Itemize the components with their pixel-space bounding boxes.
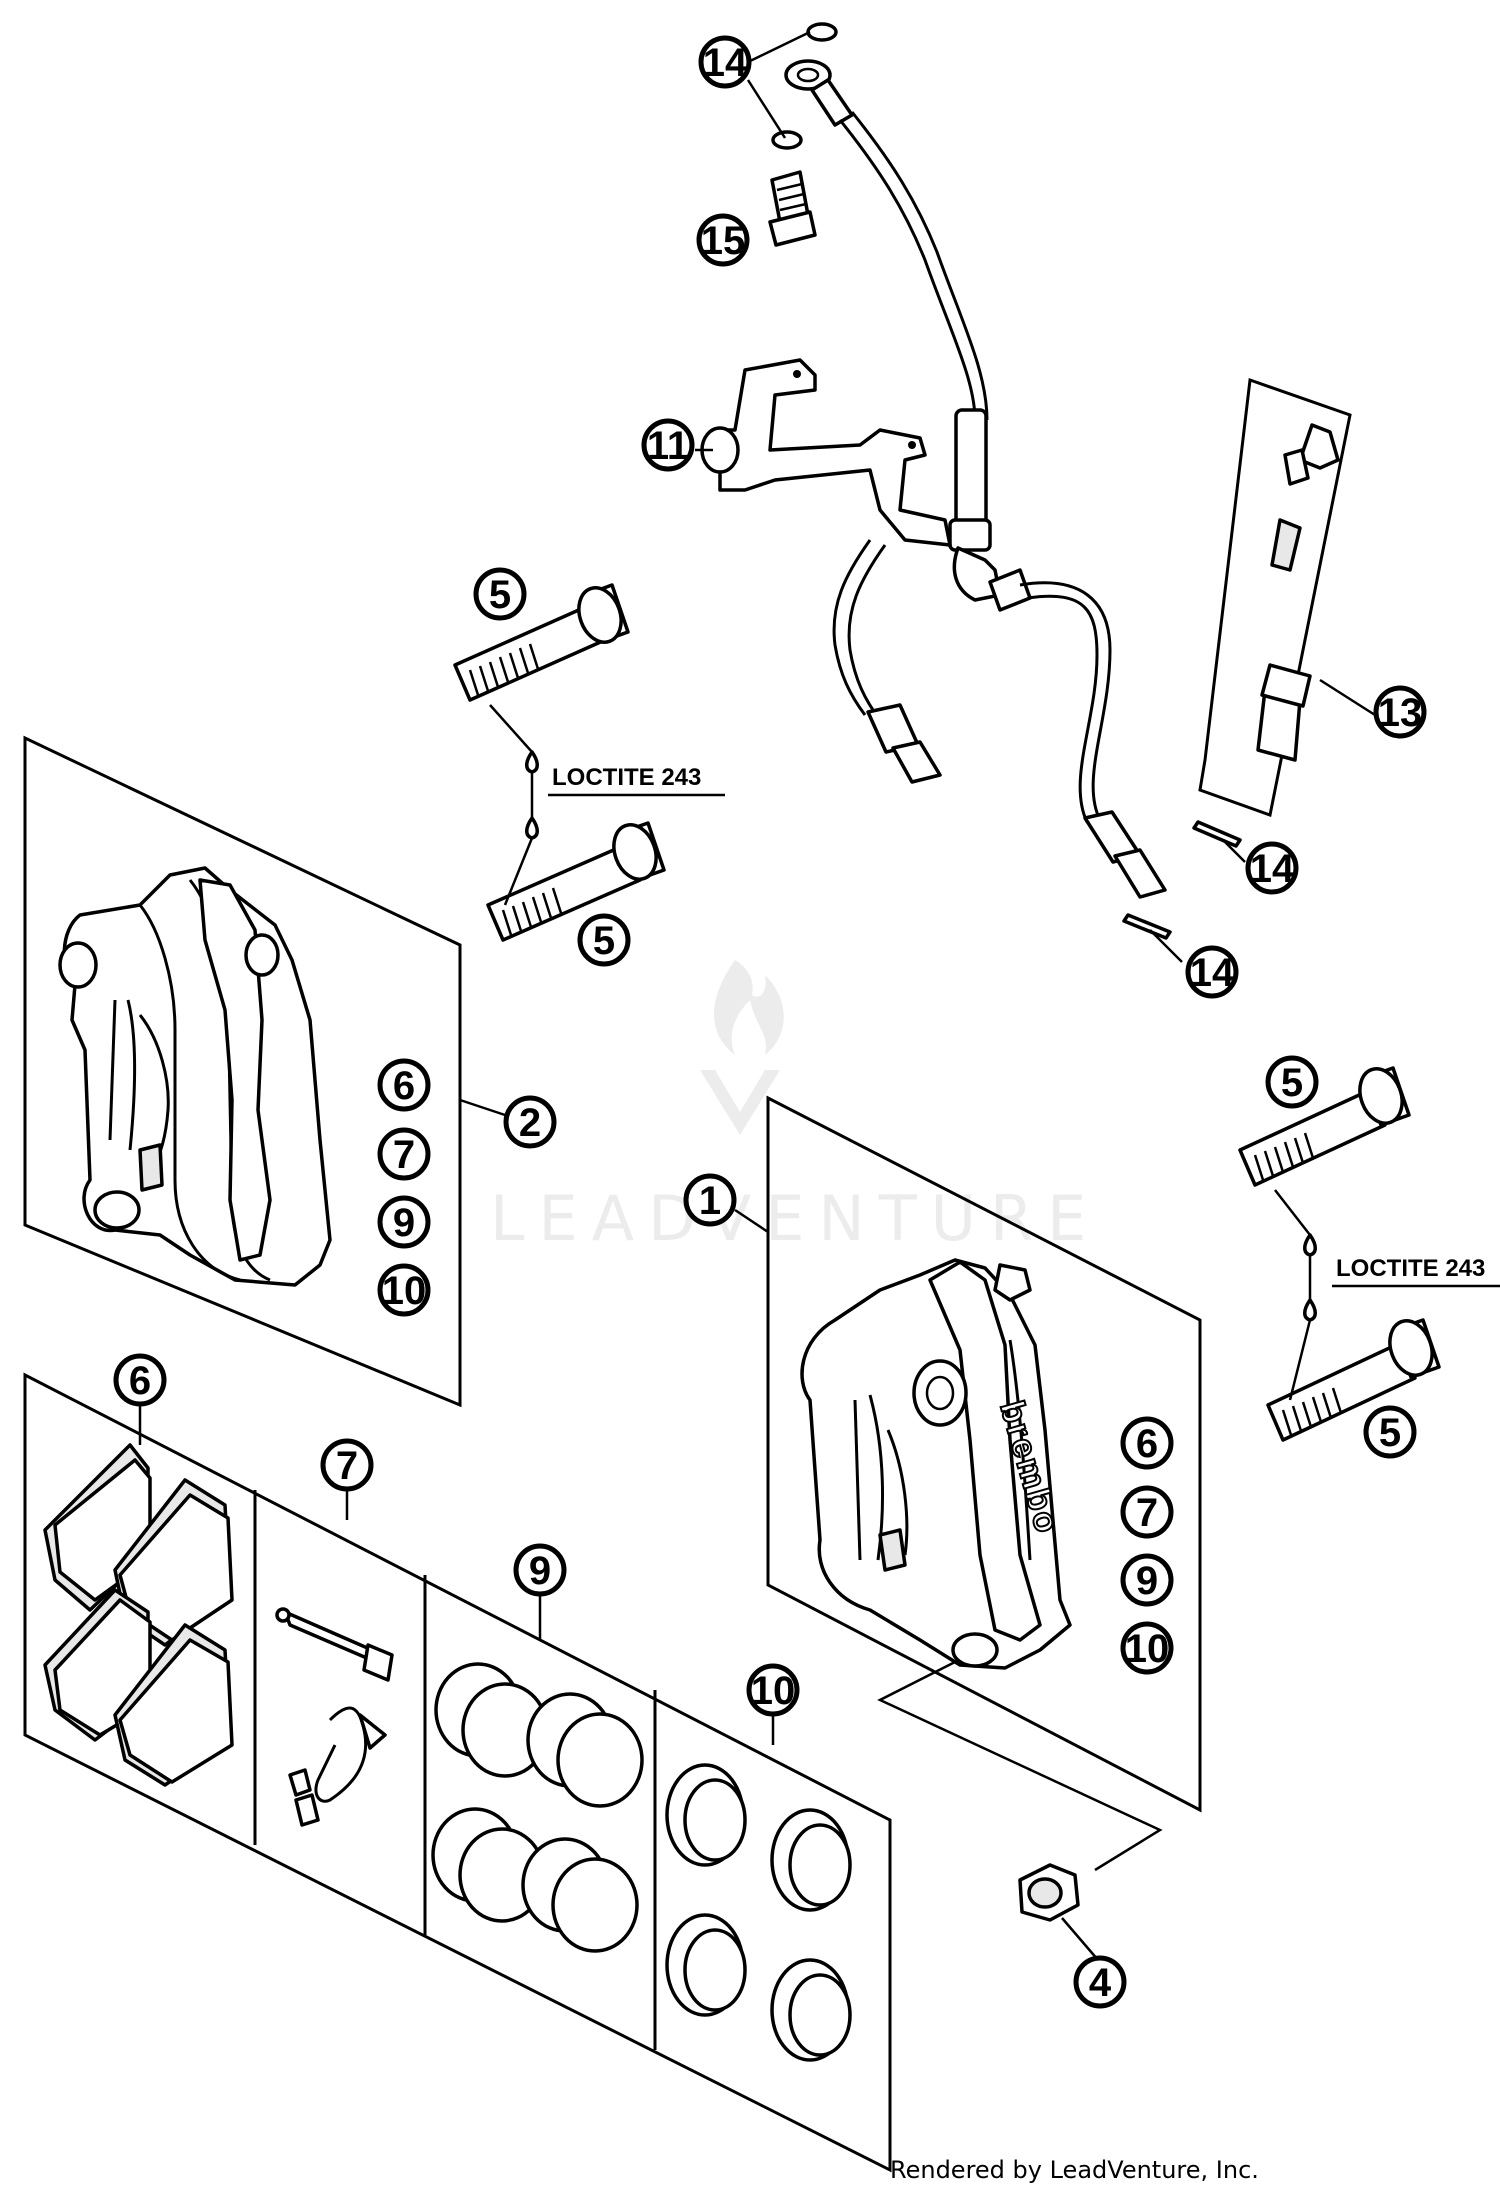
- svg-text:5: 5: [1379, 1411, 1401, 1455]
- bolt-upper-left: [453, 583, 630, 702]
- pistons: [431, 1662, 644, 1953]
- parts-kit-strip: [23, 1372, 892, 2173]
- piston-seals: [665, 1763, 852, 2062]
- bleeder-kit: [1198, 377, 1352, 817]
- bolt-lower-left: [486, 821, 666, 942]
- callout-15: 15: [696, 213, 750, 267]
- callout-10-left-panel: 10: [377, 1263, 431, 1317]
- callout-2: 2: [503, 1095, 557, 1149]
- callout-13: 13: [1373, 685, 1427, 739]
- svg-text:7: 7: [393, 1133, 415, 1177]
- brake-pads: [43, 1443, 234, 1787]
- callout-7-kit: 7: [320, 1438, 374, 1492]
- callout-14-top: 14: [698, 35, 752, 89]
- svg-text:9: 9: [1136, 1559, 1158, 1603]
- svg-text:10: 10: [751, 1669, 796, 1713]
- loctite-label-left: LOCTITE 243: [552, 764, 701, 791]
- svg-text:11: 11: [647, 424, 689, 468]
- svg-text:1: 1: [699, 1179, 721, 1223]
- callout-9-left-panel: 9: [377, 1195, 431, 1249]
- svg-text:13: 13: [1378, 691, 1423, 735]
- svg-text:15: 15: [701, 219, 746, 263]
- brake-line-assembly: [700, 22, 1242, 940]
- svg-text:10: 10: [382, 1269, 427, 1313]
- watermark: LEADVENTURE: [490, 960, 1100, 1255]
- callout-5-upper-right: 5: [1265, 1055, 1319, 1109]
- callout-10-kit: 10: [746, 1663, 800, 1717]
- svg-text:4: 4: [1089, 1961, 1112, 2005]
- callout-6-right-panel: 6: [1120, 1416, 1174, 1470]
- callout-4: 4: [1073, 1955, 1127, 2009]
- credit-text: Rendered by LeadVenture, Inc.: [890, 2156, 1259, 2184]
- svg-text:6: 6: [1136, 1422, 1158, 1466]
- svg-text:2: 2: [519, 1101, 541, 1145]
- bolt-upper-right: [1238, 1066, 1411, 1187]
- loctite-label-right: LOCTITE 243: [1336, 1255, 1485, 1282]
- leader-lines: [138, 30, 1376, 1961]
- callout-1: 1: [683, 1173, 737, 1227]
- bolt-lower-right: [1266, 1318, 1441, 1442]
- callout-9-right-panel: 9: [1120, 1553, 1174, 1607]
- svg-text:6: 6: [393, 1064, 415, 1108]
- nut: [1018, 1863, 1080, 1922]
- svg-text:14: 14: [1190, 951, 1235, 995]
- svg-text:6: 6: [129, 1359, 151, 1403]
- svg-text:9: 9: [393, 1201, 415, 1245]
- callout-5-upper-left: 5: [473, 567, 527, 621]
- callout-7-right-panel: 7: [1120, 1485, 1174, 1539]
- callout-5-lower-left: 5: [577, 913, 631, 967]
- left-caliper-panel: [23, 735, 462, 1408]
- callout-14-mid: 14: [1245, 841, 1299, 895]
- callout-11: 11: [641, 418, 695, 472]
- svg-text:5: 5: [489, 573, 511, 617]
- svg-text:9: 9: [529, 1549, 551, 1593]
- svg-text:14: 14: [1250, 847, 1295, 891]
- svg-text:10: 10: [1125, 1627, 1170, 1671]
- callout-6-left-panel: 6: [377, 1058, 431, 1112]
- callout-7-left-panel: 7: [377, 1127, 431, 1181]
- callout-14-low: 14: [1185, 945, 1239, 999]
- svg-text:7: 7: [1136, 1491, 1158, 1535]
- leadventure-flame-logo-icon: [700, 960, 784, 1135]
- svg-text:5: 5: [593, 919, 615, 963]
- callout-10-right-panel: 10: [1120, 1621, 1174, 1675]
- watermark-text: LEADVENTURE: [490, 1182, 1100, 1255]
- svg-text:14: 14: [703, 41, 748, 85]
- pad-pin-and-clip: [275, 1607, 394, 1827]
- callout-5-lower-right: 5: [1363, 1405, 1417, 1459]
- svg-text:7: 7: [336, 1444, 358, 1488]
- callout-6-kit: 6: [113, 1353, 167, 1407]
- callout-9-kit: 9: [513, 1543, 567, 1597]
- bolts: LOCTITE 243 LOCTITE 243: [453, 583, 1500, 1442]
- svg-text:5: 5: [1281, 1061, 1303, 1105]
